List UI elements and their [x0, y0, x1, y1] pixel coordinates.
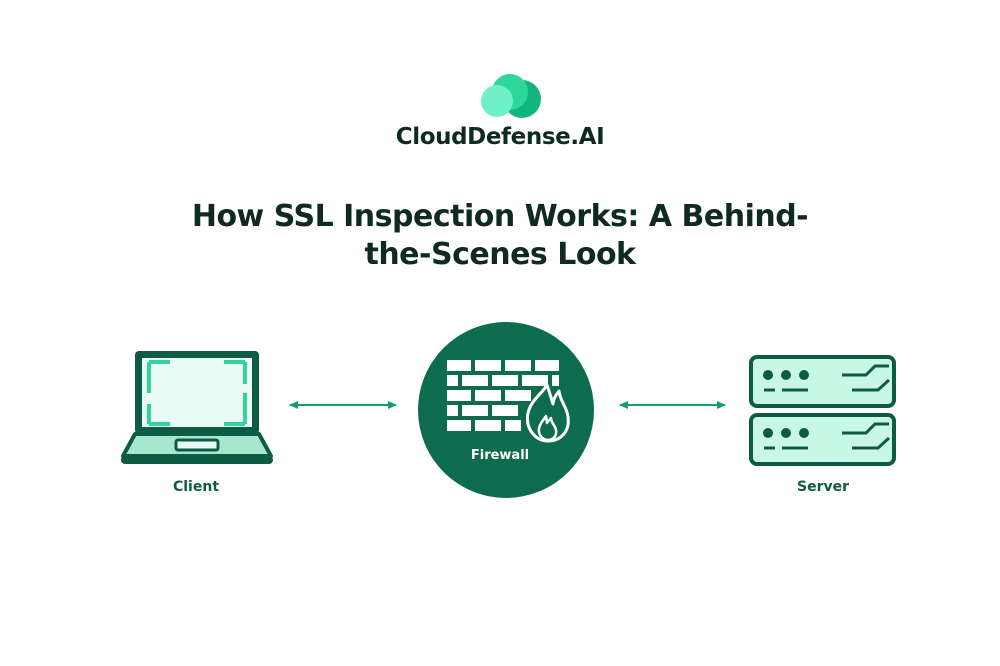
- brand-name: CloudDefense.AI: [395, 124, 605, 150]
- firewall-label: Firewall: [470, 448, 530, 463]
- cloud-circles-logo: [481, 74, 541, 118]
- laptop-icon: [121, 351, 273, 464]
- server-label: Server: [796, 479, 849, 495]
- page-title: How SSL Inspection Works: A Behind-the-S…: [191, 199, 809, 272]
- server-rack-icon: [749, 355, 896, 466]
- client-label: Client: [172, 479, 220, 495]
- firewall-brick-flame-icon: [418, 322, 594, 498]
